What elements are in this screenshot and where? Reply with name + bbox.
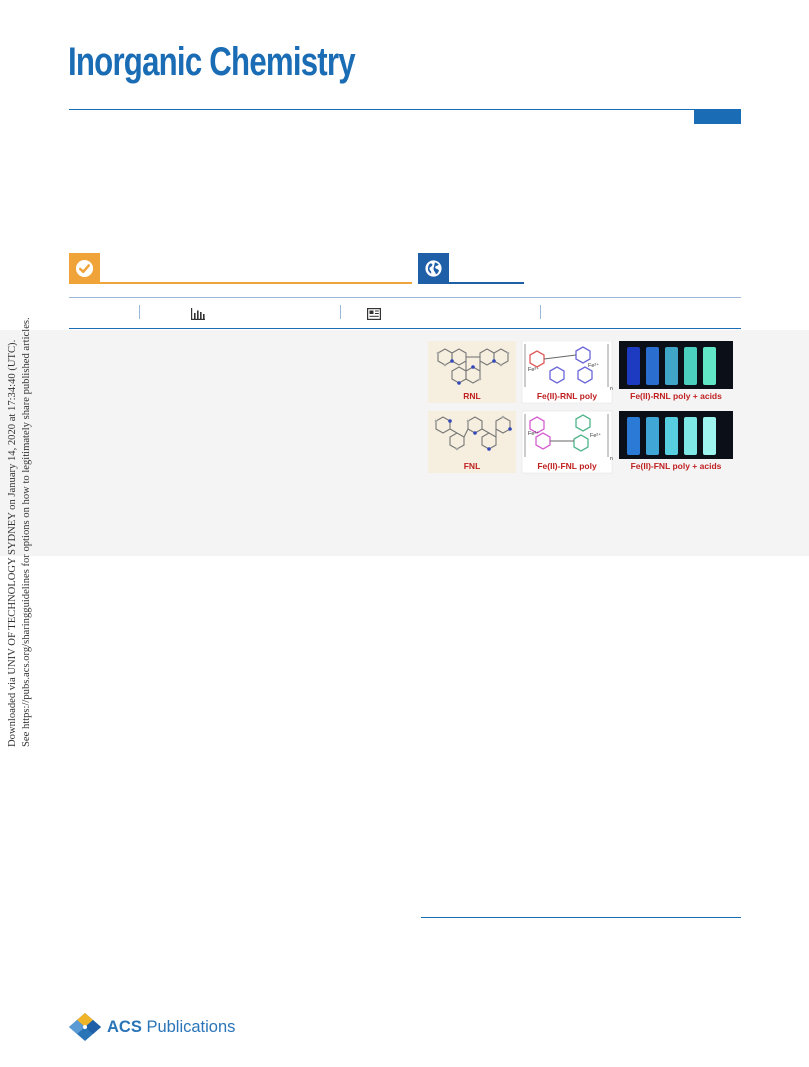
header-tab [694, 110, 741, 124]
metrics-divider-top [69, 297, 741, 298]
subscript-n: n [610, 386, 613, 392]
toc-label-fe-rnl-acids: Fe(II)-RNL poly + acids [630, 391, 722, 401]
svg-text:Fe²⁺: Fe²⁺ [588, 362, 599, 369]
badge-underline [100, 282, 412, 284]
download-note-line1: Downloaded via UNIV OF TECHNOLOGY SYDNEY… [7, 339, 18, 747]
acs-wordmark: ACS [107, 1017, 142, 1036]
download-note-line2: See https://pubs.acs.org/sharingguidelin… [21, 317, 32, 747]
global-badge[interactable] [418, 253, 524, 284]
globe-icon [418, 253, 449, 284]
open-access-badge[interactable] [69, 253, 412, 284]
metrics-separator [340, 305, 341, 319]
acs-hexagon-icon [69, 1013, 101, 1041]
acs-publications-logo[interactable]: ACS Publications [68, 1012, 235, 1042]
metrics-separator [540, 305, 541, 319]
badge-underline [449, 282, 524, 284]
svg-text:Fe²⁺: Fe²⁺ [590, 432, 601, 439]
fnl-molecule [435, 416, 511, 450]
svg-text:Fe²⁺: Fe²⁺ [528, 366, 539, 373]
rnl-structure-panel [428, 341, 516, 403]
subscript-n: n [610, 456, 613, 462]
metrics-divider-bottom [69, 328, 741, 329]
toc-label-fe-fnl-poly: Fe(II)-FNL poly [537, 461, 597, 471]
check-circle-icon [69, 253, 100, 284]
toc-label-fnl: FNL [464, 461, 481, 471]
toc-label-fe-fnl-acids: Fe(II)-FNL poly + acids [631, 461, 722, 471]
svg-text:Fe²⁺: Fe²⁺ [528, 430, 539, 437]
footnote-rule [421, 917, 741, 918]
publications-wordmark: Publications [146, 1017, 236, 1036]
bar-chart-icon[interactable] [191, 307, 205, 325]
toc-label-fe-rnl-poly: Fe(II)-RNL poly [537, 391, 598, 401]
toc-label-rnl: RNL [463, 391, 480, 401]
fnl-structure-panel [428, 411, 516, 473]
fe-fnl-poly-panel [521, 410, 613, 474]
newspaper-icon[interactable] [367, 307, 382, 325]
toc-graphic: RNL Fe²⁺ Fe²⁺ n Fe(II)-RNL poly Fe(II)-R… [428, 341, 733, 474]
journal-title: Inorganic Chemistry [68, 40, 356, 84]
header-rule [69, 109, 741, 110]
metrics-separator [139, 305, 140, 319]
download-note: Downloaded via UNIV OF TECHNOLOGY SYDNEY… [6, 317, 34, 747]
